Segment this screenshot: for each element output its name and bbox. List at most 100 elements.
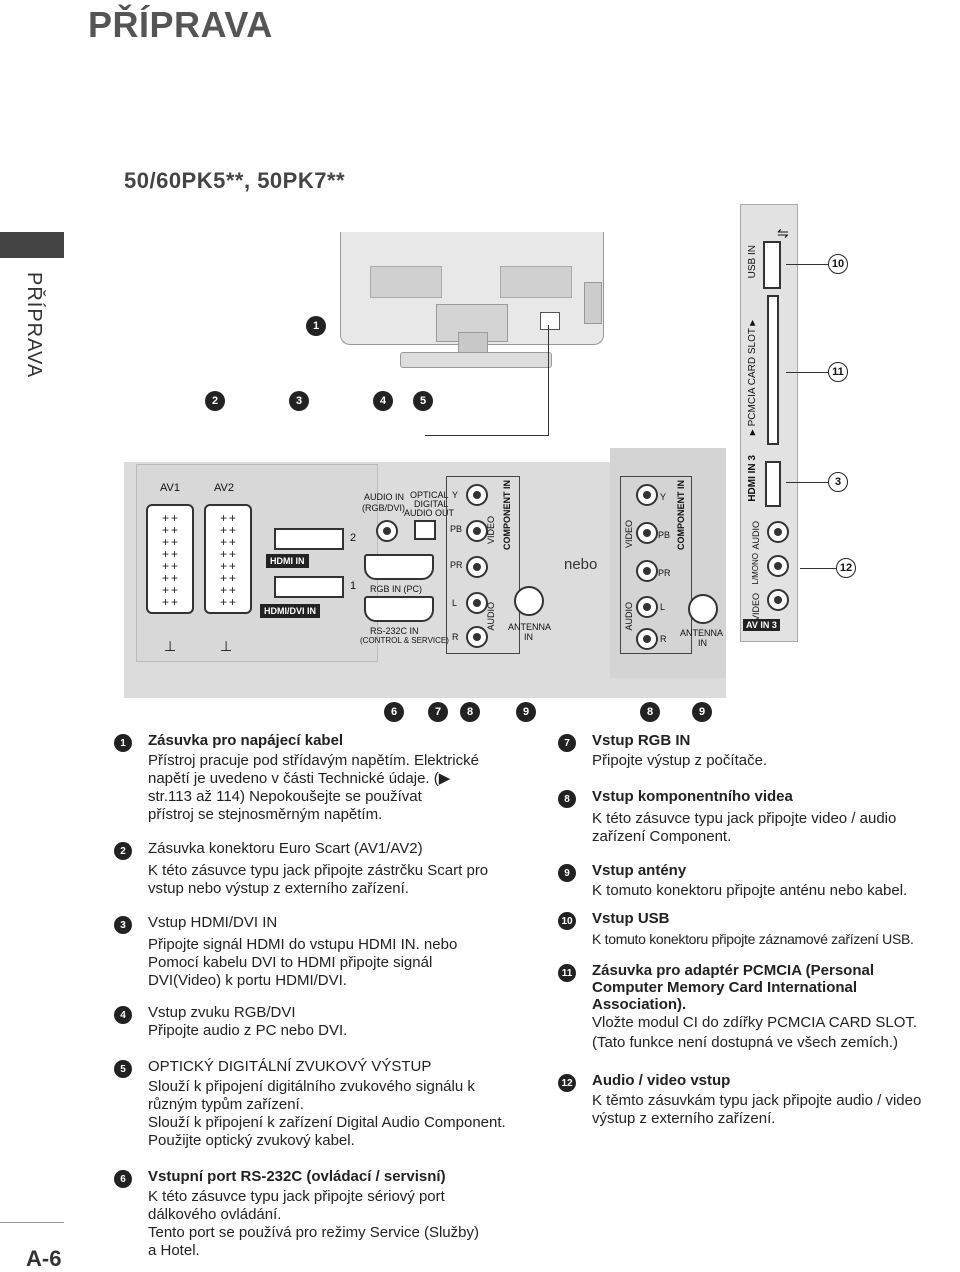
item-8-line-2: zařízení Component. <box>592 828 732 845</box>
hdmi-in-label: HDMI IN <box>266 554 309 568</box>
audio-in-jack <box>376 520 398 542</box>
alt-antenna-label: ANTENNA <box>680 628 724 638</box>
optical-label: OPTICAL <box>410 490 449 500</box>
optical-port <box>414 520 436 540</box>
hdmi-2-number: 2 <box>350 532 357 544</box>
hdmi-port-2 <box>274 528 344 550</box>
item-11-line-1: Vložte modul CI do zdířky PCMCIA CARD SL… <box>592 1014 918 1031</box>
item-1-line-3: str.113 až 114) Nepokoušejte se používat <box>148 788 422 805</box>
item-4-line-1: Připojte audio z PC nebo DVI. <box>148 1022 348 1039</box>
pcmcia-slot <box>767 295 779 445</box>
marker-6: 6 <box>384 702 404 722</box>
rs232c-port <box>364 596 434 622</box>
av1-label: AV1 <box>160 482 180 494</box>
alt-y-jack <box>636 484 658 506</box>
alt-r-label: R <box>660 634 667 644</box>
item-12-number: 12 <box>558 1074 576 1092</box>
marker-7: 7 <box>428 702 448 722</box>
item-6-line-2: dálkového ovládání. <box>148 1206 282 1223</box>
usb-port <box>763 241 781 289</box>
item-12-line-1: K těmto zásuvkám typu jack připojte audi… <box>592 1092 922 1109</box>
marker-5: 5 <box>413 391 433 411</box>
item-6-line-4: a Hotel. <box>148 1242 200 1259</box>
side-lmono-label: L/MONO <box>751 553 760 585</box>
marker-4: 4 <box>373 391 393 411</box>
item-4-number: 4 <box>114 1006 132 1024</box>
marker-3: 3 <box>289 391 309 411</box>
item-6-line-3: Tento port se používá pro režimy Service… <box>148 1224 479 1241</box>
item-6-line-1: K této zásuvce typu jack připojte sériov… <box>148 1188 445 1205</box>
optical-digital-label: DIGITAL <box>414 499 449 509</box>
alt-pb-label: PB <box>658 530 671 540</box>
item-9-line-1: K tomuto konektoru připojte anténu nebo … <box>592 882 908 899</box>
component-audio-label: AUDIO <box>486 602 496 631</box>
scart-av1: ++++++++++++++++ <box>146 504 194 614</box>
tv-back-illustration <box>340 232 604 372</box>
marker-2: 2 <box>205 391 225 411</box>
item-6-number: 6 <box>114 1170 132 1188</box>
item-5-line-2: různým typům zařízení. <box>148 1096 304 1113</box>
component-in-label: COMPONENT IN <box>502 480 512 551</box>
marker-9-alt: 9 <box>692 702 712 722</box>
component-r-label: R <box>452 632 459 642</box>
marker-9: 9 <box>516 702 536 722</box>
item-12-line-2: výstup z externího zařízení. <box>592 1110 776 1127</box>
audio-in-label: AUDIO IN <box>364 492 405 502</box>
hdmi-in3-port <box>765 461 781 507</box>
component-pb-label: PB <box>450 524 463 534</box>
alt-l-jack <box>636 596 658 618</box>
pcmcia-label: ▼PCMCIA CARD SLOT▼ <box>747 317 758 438</box>
or-label: nebo <box>564 556 598 573</box>
item-8-number: 8 <box>558 790 576 808</box>
item-5-line-1: Slouží k připojení digitálního zvukového… <box>148 1078 475 1095</box>
antenna-label-in: IN <box>524 632 533 642</box>
alt-pb-jack <box>636 522 658 544</box>
item-4-title: Vstup zvuku RGB/DVI <box>148 1004 296 1021</box>
item-1-line-1: Přístroj pracuje pod střídavým napětím. … <box>148 752 479 769</box>
usb-in-label: USB IN <box>747 245 758 279</box>
component-block <box>446 476 520 654</box>
item-5-line-4: Použijte optický zvukový kabel. <box>148 1132 355 1149</box>
item-5-title: OPTICKÝ DIGITÁLNÍ ZVUKOVÝ VÝSTUP <box>148 1058 432 1075</box>
alt-r-jack <box>636 628 658 650</box>
item-3-number: 3 <box>114 916 132 934</box>
marker-8: 8 <box>460 702 480 722</box>
side-audio-r-jack <box>767 521 789 543</box>
item-7-title: Vstup RGB IN <box>592 732 691 749</box>
item-3-title: Vstup HDMI/DVI IN <box>148 914 278 931</box>
antenna-jack <box>514 586 544 616</box>
item-1-line-2: napětí je uvedeno v části Technické údaj… <box>148 770 451 787</box>
side-connector-panel: USB IN ⇋ ▼PCMCIA CARD SLOT▼ HDMI IN 3 AU… <box>740 204 798 642</box>
hdmi-in3-label: HDMI IN 3 <box>747 455 758 502</box>
item-3-line-3: DVI(Video) k portu HDMI/DVI. <box>148 972 347 989</box>
item-11-line-2: (Tato funkce není dostupná ve všech zemí… <box>592 1034 898 1051</box>
item-2-title: Zásuvka konektoru Euro Scart (AV1/AV2) <box>148 840 423 857</box>
marker-8-alt: 8 <box>640 702 660 722</box>
item-1-number: 1 <box>114 734 132 752</box>
item-5-line-3: Slouží k připojení k zařízení Digital Au… <box>148 1114 506 1131</box>
av2-label: AV2 <box>214 482 234 494</box>
alt-component-block <box>610 448 726 678</box>
component-r-jack <box>466 626 488 648</box>
item-9-number: 9 <box>558 864 576 882</box>
side-video-label: VIDEO <box>751 593 761 622</box>
scart-av2: ++++++++++++++++ <box>204 504 252 614</box>
item-11-number: 11 <box>558 964 576 982</box>
component-y-label: Y <box>452 490 459 500</box>
component-pr-jack <box>466 556 488 578</box>
model-heading: 50/60PK5**, 50PK7** <box>124 168 346 193</box>
side-audio-label: AUDIO <box>751 521 761 550</box>
alt-antenna-jack <box>688 594 718 624</box>
antenna-label: ANTENNA <box>508 622 552 632</box>
side-section-label: PŘÍPRAVA <box>23 272 45 379</box>
item-8-line-1: K této zásuvce typu jack připojte video … <box>592 810 897 827</box>
item-10-title: Vstup USB <box>592 910 670 927</box>
item-8-title: Vstup komponentního videa <box>592 788 793 805</box>
audio-in-sublabel: (RGB/DVI) <box>362 503 406 513</box>
side-tab-bar <box>0 232 64 258</box>
item-5-number: 5 <box>114 1060 132 1078</box>
page-number: A-6 <box>26 1246 62 1271</box>
optical-out-label: AUDIO OUT <box>404 508 455 518</box>
item-10-number: 10 <box>558 912 576 930</box>
rs232c-label: RS-232C IN <box>370 626 419 636</box>
